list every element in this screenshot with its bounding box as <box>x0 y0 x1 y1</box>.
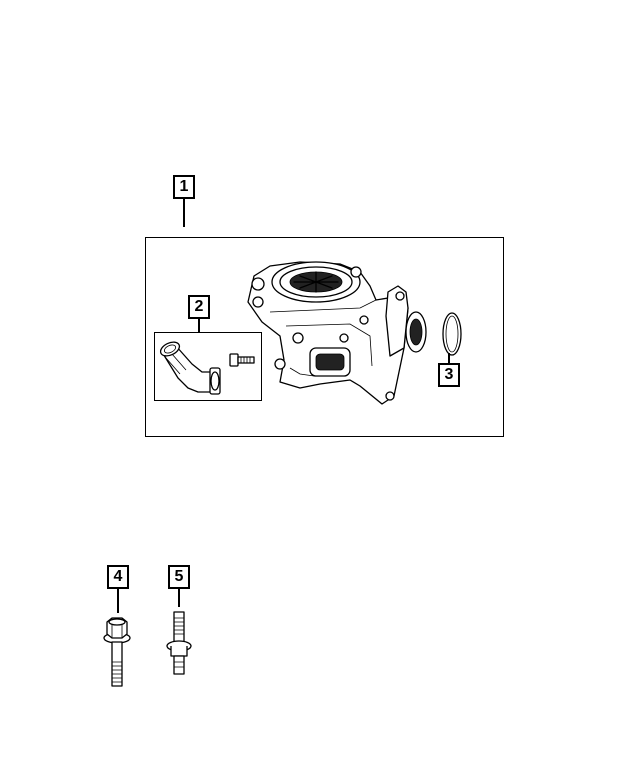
o-ring-seal-icon <box>442 312 462 356</box>
callout-4: 4 <box>107 565 129 589</box>
callout-4-leader <box>117 589 119 613</box>
callout-1-leader <box>183 199 185 227</box>
small-bolt-icon <box>229 353 255 367</box>
water-pump-assembly-icon <box>247 261 427 405</box>
flange-bolt-icon <box>103 617 131 687</box>
callout-2-leader <box>198 319 200 332</box>
fitting-kit-frame <box>154 332 262 401</box>
callout-2: 2 <box>188 295 210 319</box>
assembly-frame <box>145 237 504 437</box>
callout-1: 1 <box>173 175 195 199</box>
elbow-fitting-icon <box>159 341 221 395</box>
callout-5: 5 <box>168 565 190 589</box>
callout-3: 3 <box>438 363 460 387</box>
callout-5-leader <box>178 589 180 607</box>
callout-3-leader <box>448 353 450 363</box>
stud-icon <box>166 611 192 675</box>
